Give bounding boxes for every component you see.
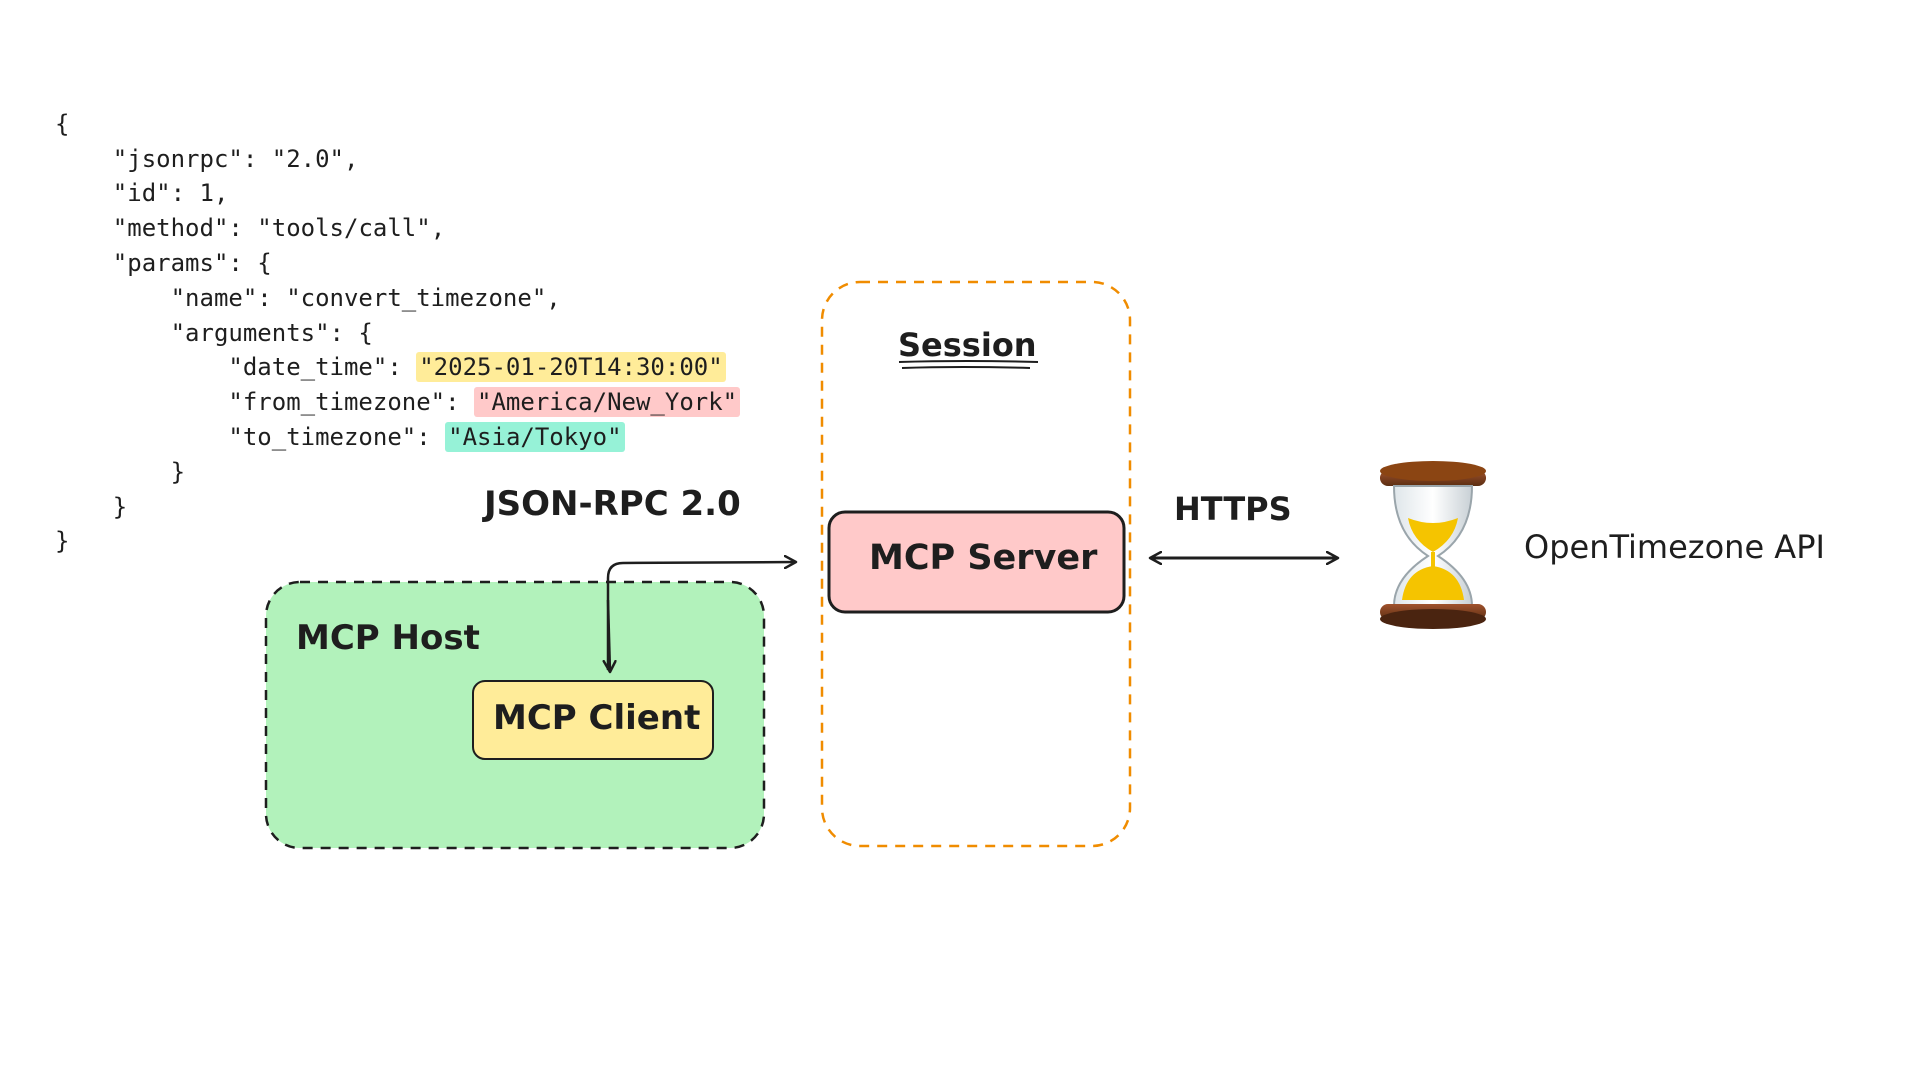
mcp-client-label: MCP Client [493,698,701,738]
https-label: HTTPS [1174,490,1292,528]
mcp-server-label: MCP Server [869,538,1098,578]
json-rpc-request-code: { "jsonrpc": "2.0", "id": 1, "method": "… [55,72,741,594]
code-line-date-time: "date_time": "2025-01-20T14:30:00" [55,350,740,385]
code-line-to-timezone: "to_timezone": "Asia/Tokyo" [55,420,740,455]
session-label: Session [898,326,1037,364]
hourglass-icon [1380,461,1486,629]
code-line-close-params: } [112,492,128,521]
code-line-method: "method": "tools/call", [112,214,446,243]
code-line-close: } [55,527,70,556]
from-timezone-value-highlight: "America/New_York" [474,387,741,418]
code-line-params: "params": { [112,248,272,277]
date-time-value-highlight: "2025-01-20T14:30:00" [416,352,726,383]
session-underline [898,360,1039,363]
jsonrpc-label: JSON-RPC 2.0 [484,484,741,524]
mcp-host-label: MCP Host [296,618,480,658]
code-line-jsonrpc: "jsonrpc": "2.0", [112,144,359,173]
to-timezone-value-highlight: "Asia/Tokyo" [445,421,625,452]
code-line-name: "name": "convert_timezone", [170,283,561,312]
code-line-open: { [55,109,70,138]
jsonrpc-arrow-to-server [606,562,796,670]
session-box [820,280,1132,848]
code-line-id: "id": 1, [112,179,229,208]
code-line-arguments: "arguments": { [170,318,373,347]
code-line-close-arguments: } [170,457,186,486]
opentimezone-api-label: OpenTimezone API [1524,528,1825,566]
mcp-server-box [827,510,1126,614]
mcp-client-box [472,680,714,760]
session-underline-second [901,366,1031,369]
code-line-from-timezone: "from_timezone": "America/New_York" [55,385,741,420]
jsonrpc-arrow-to-client [608,599,610,672]
